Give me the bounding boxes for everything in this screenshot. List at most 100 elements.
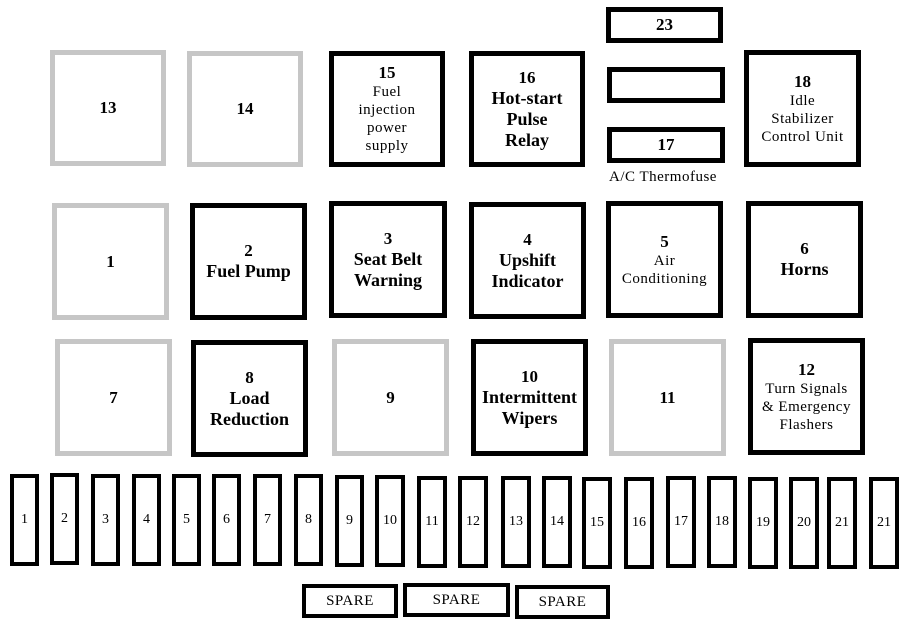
relay-label-line: Upshift <box>498 249 556 270</box>
relay-label-line: Wipers <box>501 407 558 428</box>
relay-3-seat-belt-warning: 3 Seat Belt Warning <box>329 201 447 318</box>
relay-label-line: Relay <box>505 129 549 150</box>
fuse-number: 16 <box>632 515 646 530</box>
fuse-5: 5 <box>172 474 201 566</box>
ac-thermofuse-caption: A/C Thermofuse <box>609 169 717 185</box>
relay-label-line: Intermittent <box>482 386 577 407</box>
relay-17-ac-thermofuse: 17 <box>607 127 725 163</box>
relay-label-line: Fuel Pump <box>206 261 291 281</box>
fuse-number: 19 <box>756 515 770 530</box>
relay-number: 16 <box>518 67 536 87</box>
relay-label-line: Stabilizer <box>771 110 834 127</box>
fuse-number: 21 <box>835 515 849 530</box>
relay-slot-14: 14 <box>187 51 303 167</box>
fuse-number: 7 <box>264 512 271 527</box>
relay-label-line: Conditioning <box>621 270 708 287</box>
relay-label-line: injection <box>358 102 416 118</box>
relay-number: 5 <box>660 231 669 251</box>
relay-4-upshift-indicator: 4 Upshift Indicator <box>469 202 586 319</box>
fuse-number: 15 <box>590 515 604 530</box>
fuse-12: 12 <box>458 476 488 568</box>
fuse-13: 13 <box>501 476 531 568</box>
fuse-number: 4 <box>143 512 150 527</box>
spare-fuse-1: SPARE <box>302 584 398 618</box>
fuse-7: 7 <box>253 474 282 566</box>
relay-label-line: Fuel <box>372 84 402 100</box>
relay-slot-9: 9 <box>332 339 449 456</box>
fuse-number: 6 <box>223 512 230 527</box>
fuse-2: 2 <box>50 473 79 565</box>
fuse-number: 1 <box>21 512 28 527</box>
fuse-1: 1 <box>10 474 39 566</box>
fuse-11: 11 <box>417 476 447 568</box>
relay-label-line: Air <box>653 252 676 269</box>
relay-number: 10 <box>521 366 538 386</box>
fuse-14: 14 <box>542 476 572 568</box>
relay-label-line: Control Unit <box>761 128 844 145</box>
relay-label-line: Reduction <box>209 408 289 429</box>
relay-label-line: Hot-start <box>491 87 563 108</box>
relay-18-idle-stabilizer: 18 Idle Stabilizer Control Unit <box>744 50 861 167</box>
fuse-3: 3 <box>91 474 120 566</box>
relay-number: 8 <box>245 367 254 387</box>
spare-label: SPARE <box>432 591 481 608</box>
relay-23: 23 <box>606 7 723 43</box>
relay-slot-7: 7 <box>55 339 172 456</box>
relay-number: 18 <box>794 71 811 91</box>
fuse-number: 10 <box>383 513 397 528</box>
fuse-9: 9 <box>335 475 364 567</box>
fuse-number: 20 <box>797 515 811 530</box>
relay-12-turn-signals: 12 Turn Signals & Emergency Flashers <box>748 338 865 455</box>
relay-label-line: Seat Belt <box>353 248 423 269</box>
relay-label-line: Pulse <box>506 108 548 129</box>
fuse-19: 19 <box>748 477 778 569</box>
fuse-number: 2 <box>61 511 68 526</box>
relay-15-fuel-injection: 15 Fuel injection power supply <box>329 51 445 167</box>
fuse-18: 18 <box>707 476 737 568</box>
relay-label-line: supply <box>365 138 409 154</box>
relay-number: 1 <box>106 251 115 271</box>
relay-unlabeled <box>607 67 725 103</box>
relay-number: 12 <box>798 359 815 379</box>
fuse-number: 13 <box>509 514 523 529</box>
relay-number: 15 <box>378 63 396 82</box>
spare-label: SPARE <box>326 592 374 609</box>
fuse-20: 20 <box>789 477 819 569</box>
relay-number: 17 <box>657 135 675 154</box>
fuse-17: 17 <box>666 476 696 568</box>
fuse-number: 18 <box>715 514 729 529</box>
relay-5-air-conditioning: 5 Air Conditioning <box>606 201 723 318</box>
relay-slot-13: 13 <box>50 50 166 166</box>
fuse-number: 9 <box>346 513 353 528</box>
spare-fuse-3: SPARE <box>515 585 610 619</box>
relay-16-hot-start: 16 Hot-start Pulse Relay <box>469 51 585 167</box>
relay-label-line: Idle <box>789 92 816 109</box>
relay-label-line: & Emergency <box>762 398 851 415</box>
fuse-number: 11 <box>425 514 439 529</box>
fuse-8: 8 <box>294 474 323 566</box>
relay-label-line: Horns <box>780 259 829 279</box>
relay-number: 7 <box>109 387 118 407</box>
fuse-22: 21 <box>869 477 899 569</box>
relay-label-line: Flashers <box>779 416 834 433</box>
fuse-10: 10 <box>375 475 405 567</box>
relay-10-intermittent-wipers: 10 Intermittent Wipers <box>471 339 588 456</box>
relay-number: 9 <box>386 387 395 407</box>
relay-number: 11 <box>659 387 676 407</box>
fuse-15: 15 <box>582 477 612 569</box>
relay-slot-1: 1 <box>52 203 169 320</box>
spare-label: SPARE <box>538 593 587 610</box>
relay-6-horns: 6 Horns <box>746 201 863 318</box>
fuse-6: 6 <box>212 474 241 566</box>
relay-number: 13 <box>99 98 117 117</box>
relay-number: 3 <box>383 228 393 248</box>
relay-label-line: Indicator <box>491 270 564 291</box>
fuse-number: 17 <box>674 514 688 529</box>
relay-label-line: Load <box>229 387 270 408</box>
relay-8-load-reduction: 8 Load Reduction <box>191 340 308 457</box>
relay-label-line: Turn Signals <box>765 380 848 397</box>
fuse-4: 4 <box>132 474 161 566</box>
fuse-21: 21 <box>827 477 857 569</box>
fuse-number: 14 <box>550 514 564 529</box>
fuse-number: 3 <box>102 512 109 527</box>
